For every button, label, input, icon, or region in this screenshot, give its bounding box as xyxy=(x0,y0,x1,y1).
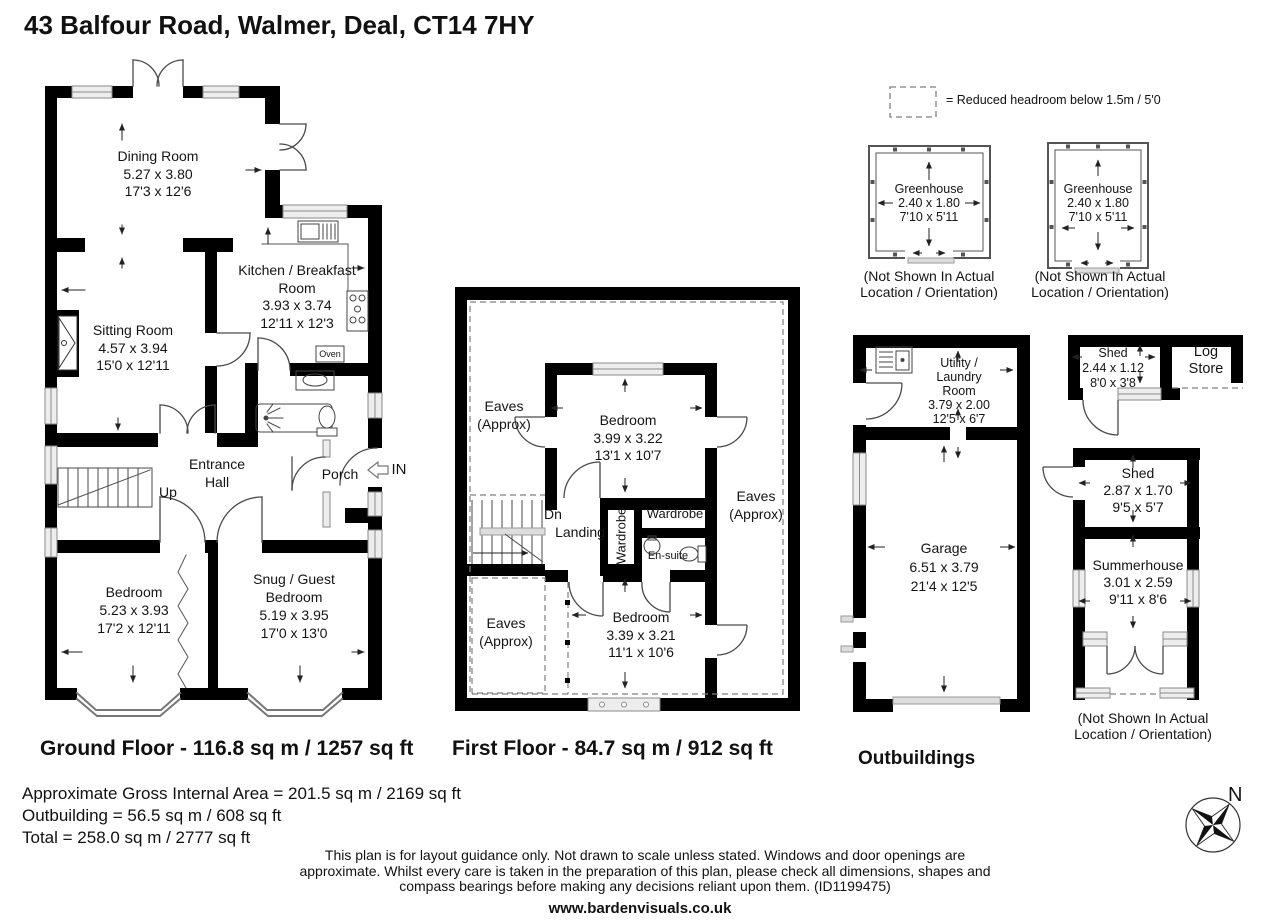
folding-partition xyxy=(177,554,189,689)
greenhouse2-label: Greenhouse 2.40 x 1.80 7'10 x 5'11 xyxy=(1063,182,1133,224)
toilet-icon xyxy=(316,405,338,437)
room-label-porch: Porch xyxy=(321,466,359,482)
page-title: 43 Balfour Road, Walmer, Deal, CT14 7HY xyxy=(24,10,535,40)
room-label-sitting: Sitting Room 4.57 x 3.94 15'0 x 12'11 xyxy=(92,322,174,373)
dimension-arrows xyxy=(859,350,1016,693)
dimension-arrows xyxy=(1078,454,1192,629)
eaves-ticks xyxy=(565,600,570,683)
summerhouse-label: Summerhouse 3.01 x 2.59 9'11 x 8'6 xyxy=(1092,557,1184,607)
summerhouse-building xyxy=(1042,448,1200,700)
hob-icon xyxy=(346,290,369,332)
utility-door xyxy=(865,382,903,420)
garage-building xyxy=(840,335,1030,712)
shed-small-label: Shed 2.44 x 1.12 8'0 x 3'8 xyxy=(1082,346,1144,390)
legend-text: = Reduced headroom below 1.5m / 5'0 xyxy=(946,93,1161,107)
dimension-arrows xyxy=(1071,344,1156,384)
greenhouse1-note: (Not Shown In Actual Location / Orientat… xyxy=(860,268,998,300)
shed-logstore-building xyxy=(1068,335,1243,436)
compass-north-label: N xyxy=(1228,784,1243,806)
compass-icon xyxy=(1185,797,1241,853)
kitchen-counter xyxy=(261,243,349,291)
fireplace-icon xyxy=(57,315,78,371)
legend-dashed-box xyxy=(889,86,937,118)
side-door-jambs xyxy=(840,615,854,653)
walls xyxy=(455,287,800,711)
greenhouse1-label: Greenhouse 2.40 x 1.80 7'10 x 5'11 xyxy=(894,182,964,224)
dimension-arrows xyxy=(550,378,703,689)
entry-arrow-icon xyxy=(367,460,389,480)
total-area-text: Total = 258.0 sq m / 2777 sq ft xyxy=(22,828,251,847)
kitchen-sink-icon xyxy=(297,220,339,243)
room-label-ensuite: En-suite xyxy=(647,550,689,562)
eaves-label-bottom-left: Eaves (Approx) xyxy=(479,615,533,649)
windows xyxy=(1072,569,1200,699)
windows xyxy=(44,85,383,559)
utility-label: Utility / Laundry Room 3.79 x 2.00 12'5 … xyxy=(928,356,990,426)
eaves-label-top-left: Eaves (Approx) xyxy=(477,398,531,432)
doors xyxy=(514,416,748,656)
disclaimer-text: This plan is for layout guidance only. N… xyxy=(299,847,991,894)
ensuite-toilet-icon xyxy=(679,545,707,563)
first-floor-plan xyxy=(455,287,800,712)
stairs-up-icon xyxy=(57,467,153,508)
room-label-kitchen: Kitchen / Breakfast Room 3.93 x 3.74 12'… xyxy=(238,262,356,331)
greenhouse-2 xyxy=(1047,142,1149,274)
shed-large-label: Shed 2.87 x 1.70 9'5 x 5'7 xyxy=(1103,465,1173,515)
oven-icon xyxy=(315,345,345,363)
outbuilding-area-text: Outbuilding = 56.5 sq m / 608 sq ft xyxy=(22,806,282,825)
basin-icon xyxy=(295,370,335,391)
stairs-down-label: Dn xyxy=(544,506,562,522)
wardrobe-label-right: Wardrobe xyxy=(646,506,704,521)
summerhouse-note: (Not Shown In Actual Location / Orientat… xyxy=(1074,710,1212,742)
washing-machine-icon xyxy=(875,346,913,374)
log-store-label: Log Store xyxy=(1188,344,1224,377)
ground-floor-plan xyxy=(44,59,389,717)
greenhouse-1 xyxy=(868,145,991,264)
ensuite-basin-icon xyxy=(643,535,661,555)
room-label-landing: Landing xyxy=(555,524,605,540)
room-label-bedroom2-ff: Bedroom 3.39 x 3.21 11'1 x 10'6 xyxy=(606,609,676,660)
website-text: www.bardenvisuals.co.uk xyxy=(548,900,732,917)
doors xyxy=(132,59,378,543)
shed-door xyxy=(1082,399,1119,436)
outbuildings-heading: Outbuildings xyxy=(858,748,976,769)
entry-in-label: IN xyxy=(391,461,407,478)
oven-label: Oven xyxy=(319,349,341,359)
room-label-entrance-hall: Entrance Hall xyxy=(188,456,246,490)
greenhouse2-note: (Not Shown In Actual Location / Orientat… xyxy=(1031,268,1169,300)
stairs-down-icon xyxy=(471,500,546,564)
eaves-label-right: Eaves (Approx) xyxy=(729,488,783,522)
bay-windows xyxy=(75,691,344,717)
room-label-dining: Dining Room 5.27 x 3.80 17'3 x 12'6 xyxy=(117,148,199,199)
first-floor-heading: First Floor - 84.7 sq m / 912 sq ft xyxy=(452,737,773,760)
room-label-bedroom-gf: Bedroom 5.23 x 3.93 17'2 x 12'11 xyxy=(97,584,171,636)
bay-window-detail xyxy=(599,701,649,708)
shower-icon xyxy=(263,403,284,433)
gross-area-text: Approximate Gross Internal Area = 201.5 … xyxy=(22,784,461,803)
eaves-dashed-lines xyxy=(469,301,784,695)
room-label-bedroom1-ff: Bedroom 3.99 x 3.22 13'1 x 10'7 xyxy=(593,412,663,463)
dimension-arrows xyxy=(61,123,365,683)
garage-label: Garage 6.51 x 3.79 21'4 x 12'5 xyxy=(909,540,979,594)
wardrobe-label-left: Wardrobe xyxy=(613,507,629,565)
ground-floor-heading: Ground Floor - 116.8 sq m / 1257 sq ft xyxy=(40,737,414,760)
garage-door xyxy=(892,696,1001,705)
stairs-up-label: Up xyxy=(159,484,177,500)
room-label-snug: Snug / Guest Bedroom 5.19 x 3.95 17'0 x … xyxy=(253,571,335,641)
doors xyxy=(1042,466,1164,675)
